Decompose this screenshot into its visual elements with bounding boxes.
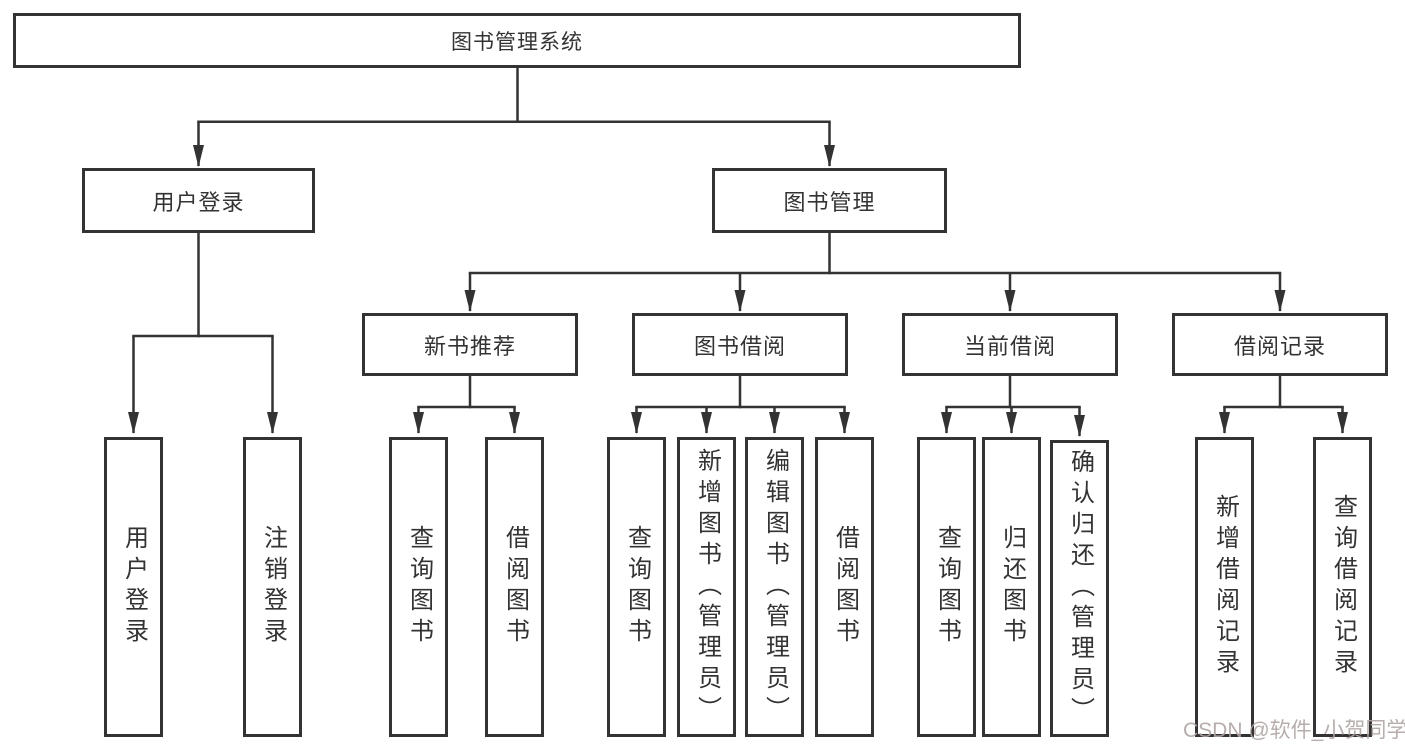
node-borrowing-records: 借阅记录: [1172, 313, 1388, 376]
node-label: 编辑图书（管理员）: [761, 447, 789, 727]
leaf-confirm-return-admin: 确认归还（管理员）: [1050, 440, 1109, 737]
node-label: 查询图书: [623, 525, 651, 649]
leaf-return-books: 归还图书: [982, 437, 1041, 737]
leaf-borrow-books-recommend: 借阅图书: [485, 437, 544, 737]
node-label: 图书借阅: [693, 333, 786, 359]
node-label: 图书管理: [783, 189, 876, 215]
node-book-management: 图书管理: [712, 168, 947, 233]
leaf-user-login: 用户登录: [104, 437, 163, 737]
leaf-borrow-books: 借阅图书: [815, 437, 874, 737]
node-label: 查询借阅记录: [1329, 494, 1357, 680]
node-library-management-system: 图书管理系统: [13, 13, 1021, 68]
leaf-add-books-admin: 新增图书（管理员）: [677, 437, 736, 737]
node-label: 归还图书: [998, 525, 1026, 649]
leaf-query-books-current: 查询图书: [917, 437, 976, 737]
leaf-logout: 注销登录: [243, 437, 302, 737]
node-label: 借阅图书: [831, 525, 859, 649]
leaf-query-borrow-record: 查询借阅记录: [1313, 437, 1372, 737]
node-label: 用户登录: [120, 525, 148, 649]
node-label: 新书推荐: [423, 333, 516, 359]
node-label: 新增图书（管理员）: [693, 447, 721, 727]
node-label: 图书管理系统: [451, 30, 583, 54]
csdn-watermark: CSDN @软件_小贺同学: [1183, 719, 1405, 742]
node-label: 查询图书: [933, 525, 961, 649]
node-user-login: 用户登录: [82, 168, 315, 233]
leaf-add-borrow-record: 新增借阅记录: [1195, 437, 1254, 737]
node-current-borrowing: 当前借阅: [902, 313, 1118, 376]
leaf-query-books-borrow: 查询图书: [607, 437, 666, 737]
node-label: 借阅记录: [1233, 333, 1326, 359]
node-book-borrowing: 图书借阅: [632, 313, 848, 376]
node-label: 确认归还（管理员）: [1066, 449, 1094, 728]
node-label: 新增借阅记录: [1211, 494, 1239, 680]
node-label: 用户登录: [152, 189, 245, 215]
node-new-book-recommend: 新书推荐: [362, 313, 578, 376]
node-label: 当前借阅: [963, 333, 1056, 359]
node-label: 查询图书: [405, 525, 433, 649]
leaf-edit-books-admin: 编辑图书（管理员）: [745, 437, 804, 737]
node-label: 注销登录: [259, 525, 287, 649]
leaf-query-books-recommend: 查询图书: [389, 437, 448, 737]
node-label: 借阅图书: [501, 525, 529, 649]
